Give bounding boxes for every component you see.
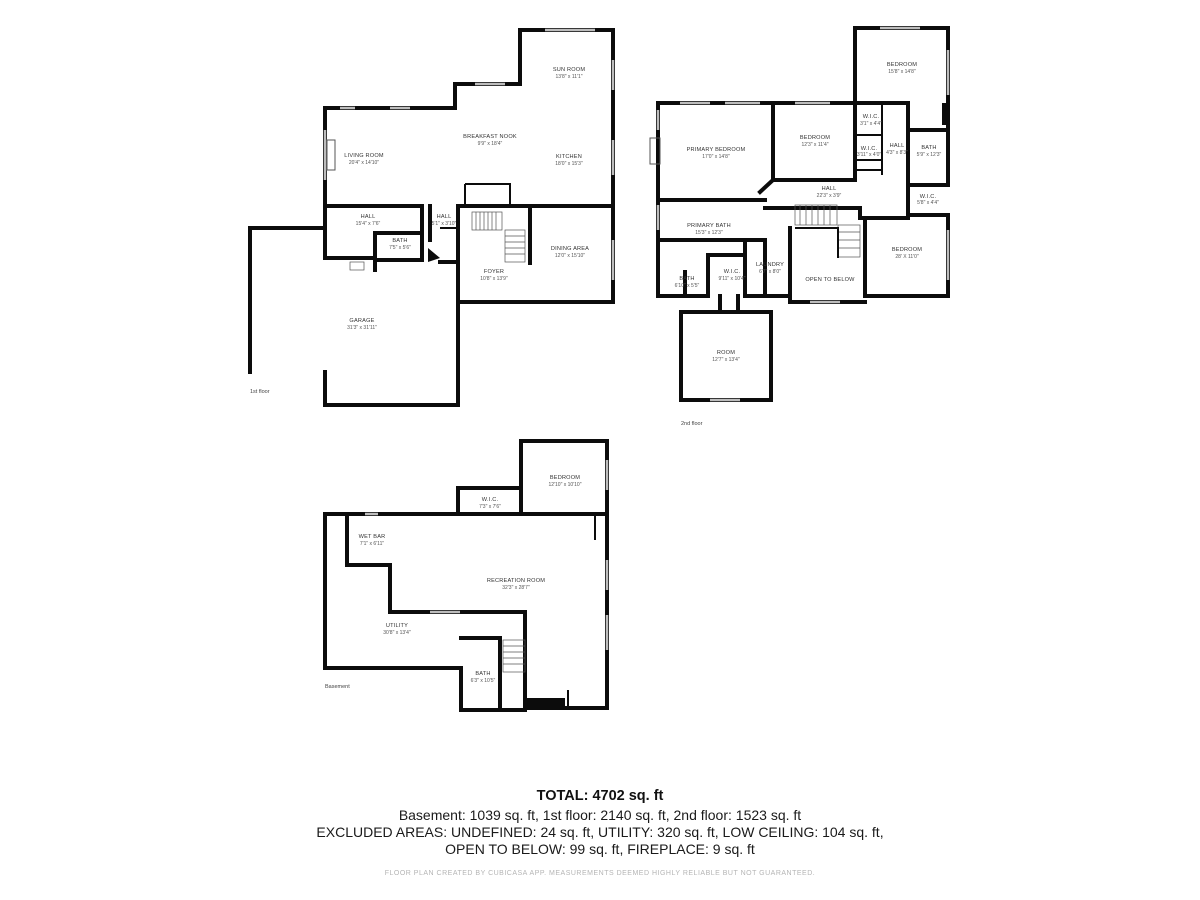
room-dims: 3'11" x 4'0" [857, 152, 881, 158]
room-dims: 6'7" x 8'0" [759, 269, 781, 275]
room-name: BEDROOM [800, 135, 830, 141]
room-dims: 5'8" x 4'4" [917, 200, 939, 206]
room-dims: 5'1" x 3'10" [432, 221, 457, 227]
floor-area-breakdown: Basement: 1039 sq. ft, 1st floor: 2140 s… [398, 807, 802, 823]
room-dims: 28' X 11'0" [895, 254, 919, 260]
room-dims: 15'3" x 12'3" [695, 230, 723, 236]
floor-label: 1st floor [250, 389, 270, 395]
disclaimer-footer: FLOOR PLAN CREATED BY CUBICASA APP. MEAS… [384, 870, 816, 877]
room-dims: 9'9" x 18'4" [478, 141, 503, 147]
room-dims: 31'3" x 31'11" [347, 325, 377, 331]
room-dims: 30'8" x 13'4" [383, 630, 411, 636]
room-name: KITCHEN [556, 154, 582, 160]
room-name: BATH [921, 145, 936, 151]
room-dims: 32'3" x 28'7" [502, 585, 530, 591]
room-dims: 7'5" x 5'6" [389, 245, 411, 251]
room-dims: 15'4" x 7'6" [356, 221, 381, 227]
room-name: W.I.C. [482, 497, 499, 503]
room-name: UTILITY [386, 623, 408, 629]
room-dims: 12'10" x 10'10" [549, 482, 582, 488]
room-name: BATH [475, 671, 490, 677]
room-name: W.I.C. [920, 194, 937, 200]
total-area: TOTAL: 4702 sq. ft [536, 788, 664, 804]
room-name: LAUNDRY [756, 262, 784, 268]
room-name: OPEN TO BELOW [805, 277, 855, 283]
room-dims: 7'1" x 6'11" [360, 541, 384, 547]
floor-label: 2nd floor [681, 421, 703, 427]
room-dims: 13'8" x 11'1" [555, 74, 582, 80]
room-dims: 17'0" x 14'8" [702, 154, 730, 160]
room-name: RECREATION ROOM [487, 578, 545, 584]
basement-plan: BEDROOM 12'10" x 10'10" W.I.C. 7'3" x 7'… [323, 439, 609, 712]
room-name: BEDROOM [550, 475, 580, 481]
room-name: HALL [437, 214, 452, 220]
room-dims: 12'3" x 11'4" [801, 142, 828, 148]
room-dims: 15'8" x 14'8" [888, 69, 916, 75]
room-dims: 10'8" x 13'9" [480, 276, 508, 282]
room-name: PRIMARY BEDROOM [687, 147, 746, 153]
room-name: HALL [890, 143, 905, 149]
second-floor-plan: BEDROOM 15'8" x 14'8" PRIMARY BEDROOM 17… [649, 26, 950, 427]
room-dims: 20'4" x 14'10" [349, 160, 379, 166]
room-dims: 6'3" x 10'5" [471, 678, 496, 684]
floor-label: Basement [325, 684, 350, 690]
room-name: BATH [679, 276, 694, 282]
room-dims: 18'0" x 15'3" [555, 161, 583, 167]
room-dims: 9'11" x 10'4" [718, 276, 745, 282]
room-name: FOYER [484, 269, 504, 275]
room-name: W.I.C. [724, 269, 741, 275]
room-name: BREAKFAST NOOK [463, 134, 517, 140]
room-dims: 5'9" x 12'3" [917, 152, 942, 158]
room-name: PRIMARY BATH [687, 223, 731, 229]
room-name: BATH [392, 238, 407, 244]
room-name: HALL [361, 214, 376, 220]
room-name: DINING AREA [551, 246, 589, 252]
room-dims: 22'3" x 3'9" [817, 193, 842, 199]
excluded-areas-line: EXCLUDED AREAS: UNDEFINED: 24 sq. ft, UT… [316, 824, 884, 840]
room-name: ROOM [717, 350, 735, 356]
room-dims: 3'1" x 4'4" [860, 121, 882, 127]
room-dims: 12'0" x 15'10" [555, 253, 585, 259]
room-name: GARAGE [349, 318, 374, 324]
room-name: HALL [822, 186, 837, 192]
room-name: BEDROOM [892, 247, 922, 253]
first-floor-plan: SUN ROOM 13'8" x 11'1" BREAKFAST NOOK 9'… [248, 28, 615, 407]
room-dims: 12'7" x 13'4" [712, 357, 740, 363]
room-name: SUN ROOM [553, 67, 586, 73]
room-dims: 7'3" x 7'6" [479, 504, 501, 510]
room-name: WET BAR [359, 534, 386, 540]
room-dims: 6'10" x 5'5" [675, 283, 700, 289]
room-name: LIVING ROOM [344, 153, 384, 159]
room-dims: 4'3" x 8'3" [886, 150, 908, 156]
room-name: W.I.C. [863, 114, 880, 120]
room-name: BEDROOM [887, 62, 917, 68]
room-name: W.I.C. [861, 146, 878, 152]
excluded-areas-line-2: OPEN TO BELOW: 99 sq. ft, FIREPLACE: 9 s… [445, 841, 755, 857]
